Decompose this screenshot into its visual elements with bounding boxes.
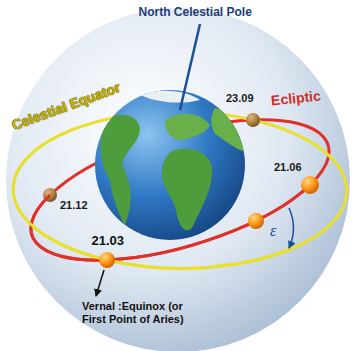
continent <box>101 115 140 225</box>
continent <box>211 108 246 152</box>
date-label: 21.06 <box>274 161 302 174</box>
earth-continents <box>101 91 246 230</box>
earth-globe <box>95 90 246 240</box>
equator-label: Celestial Equator <box>10 78 123 133</box>
sun-position <box>246 113 260 127</box>
pole-label: North Celestial Pole <box>139 5 252 19</box>
equator-front <box>13 155 330 268</box>
continent <box>165 114 210 140</box>
equator-circle <box>13 112 347 269</box>
ecliptic-label: Ecliptic <box>270 87 321 109</box>
continent <box>162 149 213 231</box>
pole-axis <box>180 24 200 110</box>
celestial-sphere <box>6 8 350 351</box>
polar-ice <box>140 91 200 103</box>
angle-symbol: ε <box>270 221 276 240</box>
pointer-arrow <box>96 270 104 296</box>
date-label: 23.09 <box>226 92 254 105</box>
sun-position <box>301 176 319 194</box>
date-label: 21.12 <box>60 199 88 212</box>
equinox-label: Vernal :Equinox (or First Point of Aries… <box>82 300 206 326</box>
date-label: 21.03 <box>92 233 125 249</box>
angle-arc <box>289 208 294 248</box>
sun-position <box>248 213 264 229</box>
sun-position <box>99 252 115 268</box>
